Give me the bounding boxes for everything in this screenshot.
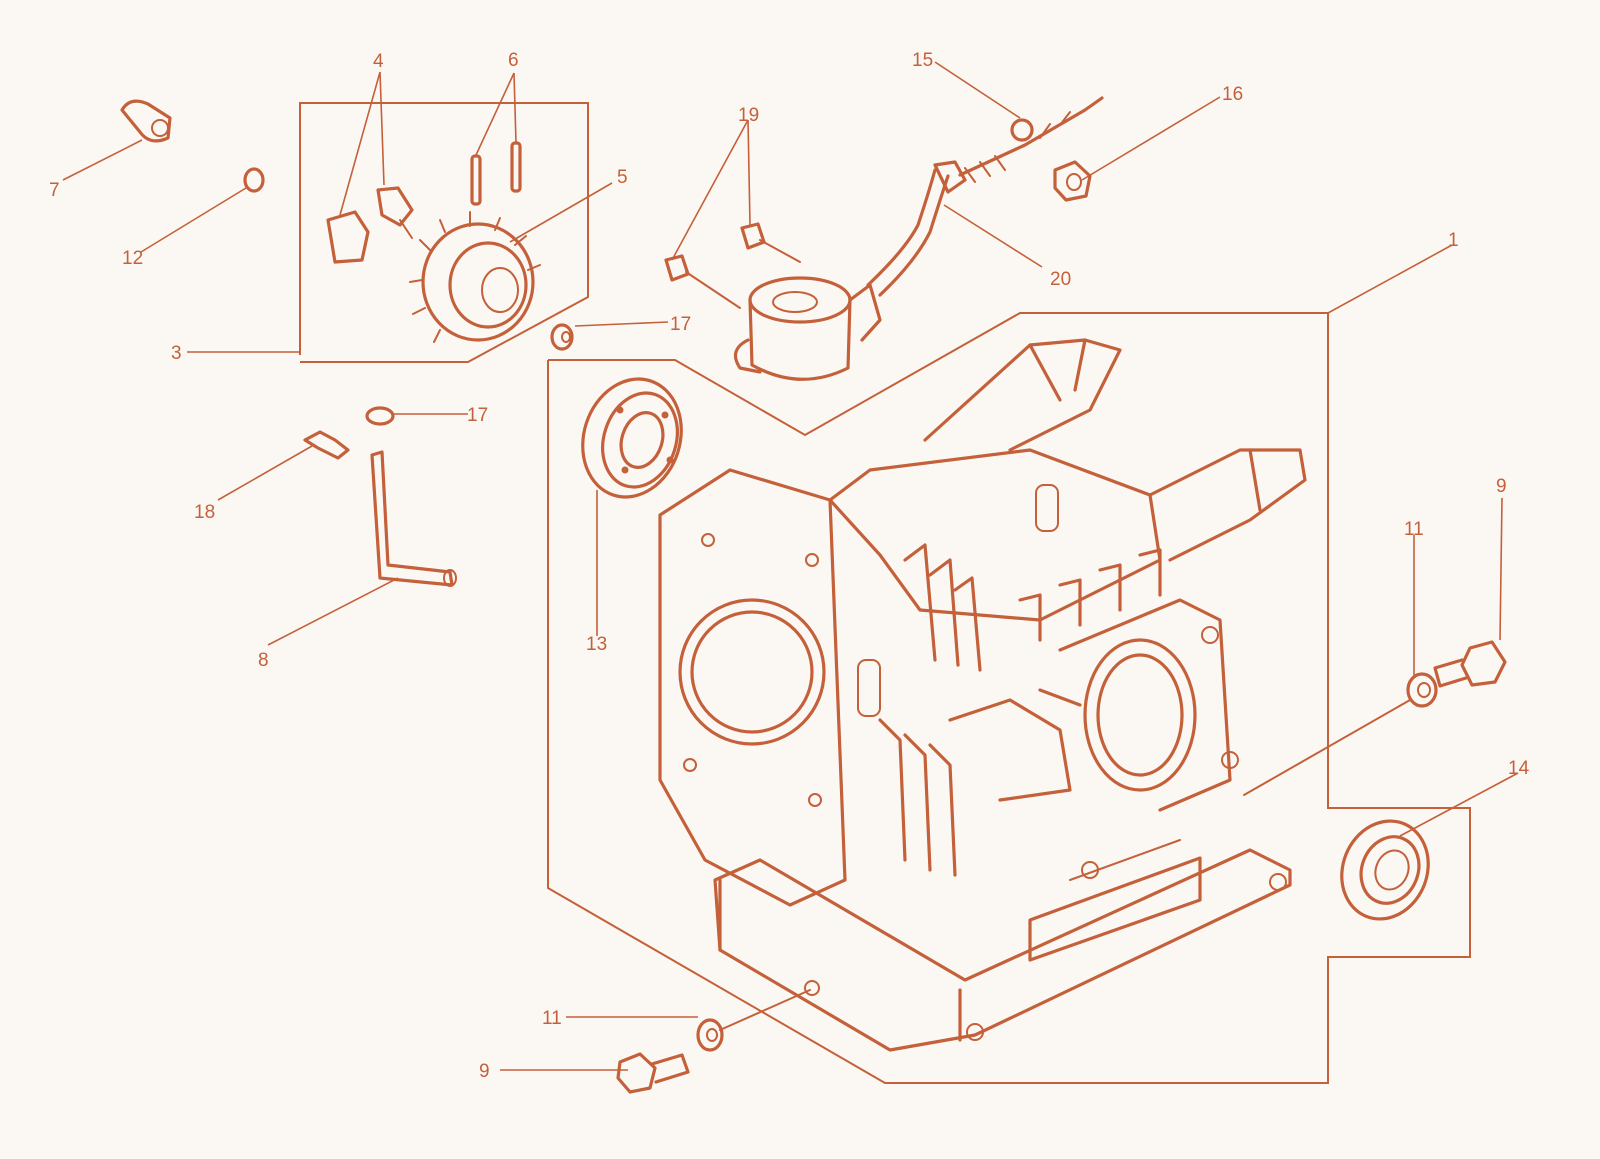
governor-housing (733, 276, 882, 381)
label-1: 1 (1448, 230, 1459, 251)
label-14: 14 (1508, 758, 1530, 779)
pin-6a (470, 154, 482, 206)
washer-17-lower (365, 406, 395, 426)
label-4: 4 (373, 51, 384, 72)
label-13: 13 (586, 634, 607, 655)
bolt-19b (664, 254, 741, 309)
washer-17-upper (550, 323, 574, 351)
drain-axis-line-left (719, 989, 811, 1031)
spring-rod-15 (958, 96, 1104, 183)
label-11-right: 11 (1404, 519, 1424, 540)
label-6: 6 (508, 50, 519, 71)
label-3: 3 (171, 343, 182, 364)
group-frame-3 (299, 102, 589, 363)
label-17-lower: 17 (467, 405, 488, 426)
group-frame-1 (547, 312, 1471, 1084)
governor-weight-4a (326, 210, 370, 264)
washer-11-right (1406, 672, 1438, 708)
nut-16 (1053, 160, 1092, 202)
drain-bolt-9-left (616, 1052, 690, 1094)
drain-bolt-9-right (1433, 640, 1507, 688)
leader-lines (62, 61, 1519, 1071)
drain-axis-line-right (1243, 699, 1411, 796)
l-rod-8 (370, 450, 457, 587)
bolt-7 (120, 99, 172, 143)
label-11-left: 11 (542, 1008, 562, 1029)
bolt-19a (740, 222, 801, 263)
washer-12 (243, 167, 265, 193)
label-7: 7 (49, 180, 60, 201)
label-5: 5 (617, 167, 628, 188)
label-9-right: 9 (1496, 476, 1507, 497)
ball-bearing-13 (581, 377, 683, 499)
label-9-left: 9 (479, 1061, 490, 1082)
clip-18 (303, 430, 350, 460)
label-15: 15 (912, 50, 933, 71)
oil-seal-14 (1340, 819, 1430, 921)
label-16: 16 (1222, 84, 1243, 105)
label-18: 18 (194, 502, 215, 523)
crankcase-body (658, 338, 1307, 1052)
label-19: 19 (738, 105, 759, 126)
governor-weight-4b (376, 186, 414, 239)
pin-6b (510, 141, 522, 193)
label-8: 8 (258, 650, 269, 671)
cable-20 (866, 160, 967, 297)
governor-gear-5 (409, 211, 541, 343)
washer-11-left (696, 1018, 724, 1052)
label-17-upper: 17 (670, 314, 691, 335)
label-20: 20 (1050, 269, 1071, 290)
part-labels: 1 3 4 5 6 7 8 9 9 11 11 12 13 14 15 16 1… (49, 50, 1530, 1082)
label-12: 12 (122, 248, 143, 269)
